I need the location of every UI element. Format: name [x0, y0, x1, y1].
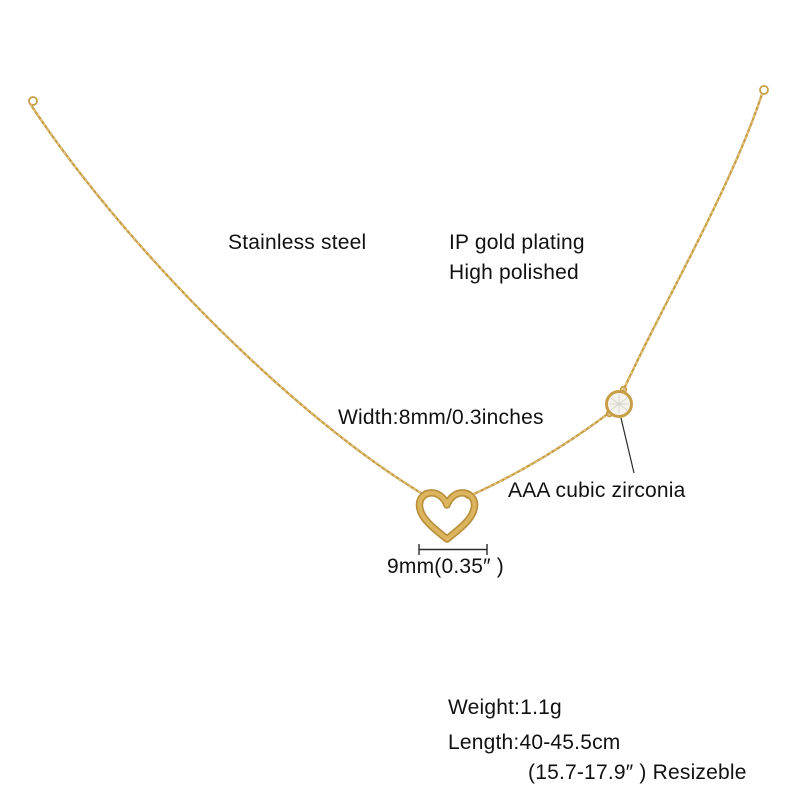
pendant-measure-line — [418, 544, 488, 555]
label-material: Stainless steel — [228, 231, 367, 254]
necklace-chain-right-lower — [465, 411, 611, 499]
label-weight: Weight:1.1g — [448, 696, 562, 719]
label-length: Length:40-45.5cm — [448, 731, 621, 754]
label-zirconia: AAA cubic zirconia — [508, 479, 686, 502]
label-width: Width:8mm/0.3inches — [338, 406, 544, 429]
label-resizable: (15.7-17.9″ ) Resizeble — [528, 761, 747, 784]
zirconia-stone — [605, 385, 633, 418]
clasp-end-left — [28, 96, 38, 106]
necklace-chain-right-upper — [621, 92, 764, 393]
clasp-end-right — [759, 85, 769, 95]
label-plating-line2: High polished — [449, 261, 579, 284]
label-plating-line1: IP gold plating — [449, 231, 585, 254]
necklace-chain-left — [29, 103, 428, 498]
zirconia-pointer-line — [620, 417, 635, 474]
heart-pendant — [415, 489, 479, 543]
label-pendant-size: 9mm(0.35″ ) — [387, 555, 504, 578]
